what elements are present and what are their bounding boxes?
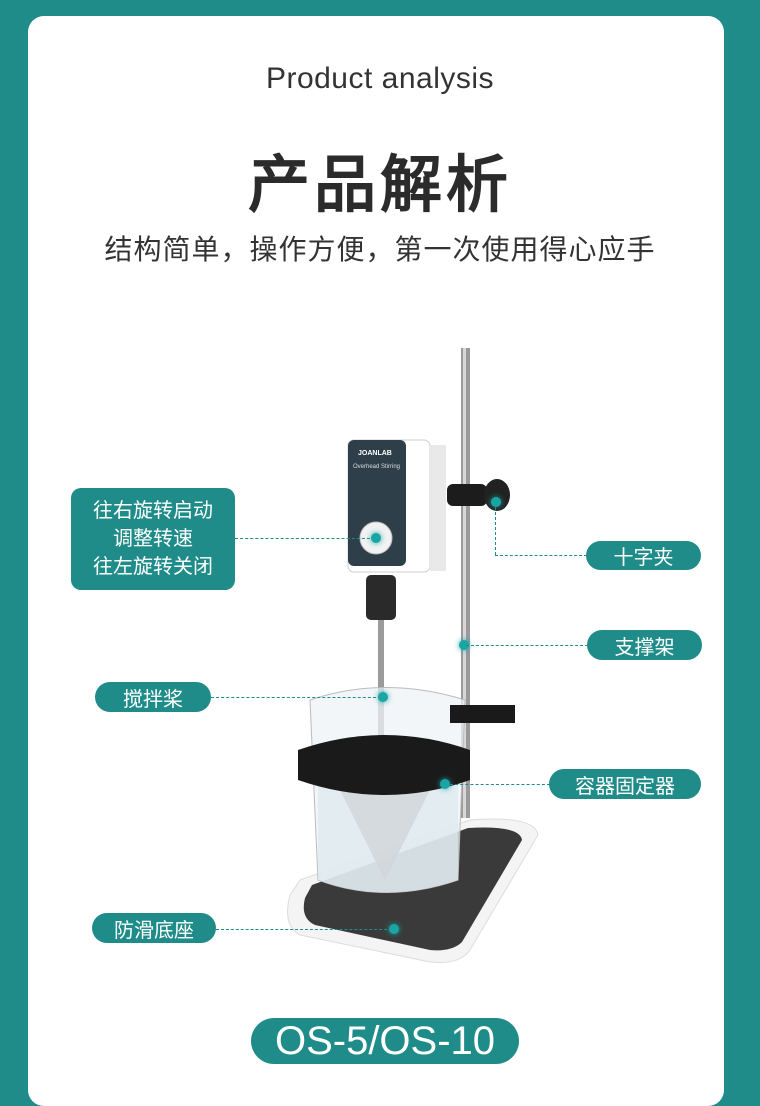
paddle-leader-line: [211, 697, 381, 698]
label-anti-slip-base: 防滑底座: [92, 913, 216, 943]
model-badge: OS-5/OS-10: [251, 1018, 519, 1064]
clamp-leader-vertical: [495, 507, 496, 555]
clamp-leader-horizontal: [495, 555, 587, 556]
subtitle: 结构简单，操作方便，第一次使用得心应手: [104, 233, 656, 266]
base-leader-line: [216, 929, 392, 930]
label-container-holder: 容器固定器: [549, 769, 701, 799]
label-cross-clamp: 十字夹: [586, 541, 701, 570]
holder-leader-line: [450, 784, 550, 785]
knob-marker-dot: [371, 533, 381, 543]
knob-instruction-stop: 往左旋转关闭: [93, 554, 213, 578]
base-marker-dot: [389, 924, 399, 934]
label-support-stand: 支撑架: [587, 630, 702, 660]
knob-leader-line: [235, 538, 375, 539]
svg-text:Overhead Stirring: Overhead Stirring: [353, 464, 400, 470]
knob-instruction-start: 往右旋转启动: [93, 498, 213, 522]
clamp-marker-dot: [491, 497, 501, 507]
stand-leader-line: [466, 645, 588, 646]
knob-instruction-speed: 调整转速: [113, 526, 193, 550]
paddle-marker-dot: [378, 692, 388, 702]
svg-text:JOANLAB: JOANLAB: [358, 450, 392, 457]
stand-marker-dot: [459, 640, 469, 650]
chinese-title: 产品解析: [247, 148, 512, 221]
english-title: Product analysis: [265, 62, 495, 95]
holder-marker-dot: [440, 779, 450, 789]
callout-knob-instructions: 往右旋转启动 调整转速 往左旋转关闭: [71, 488, 235, 590]
label-stirring-paddle: 搅拌桨: [95, 682, 211, 712]
